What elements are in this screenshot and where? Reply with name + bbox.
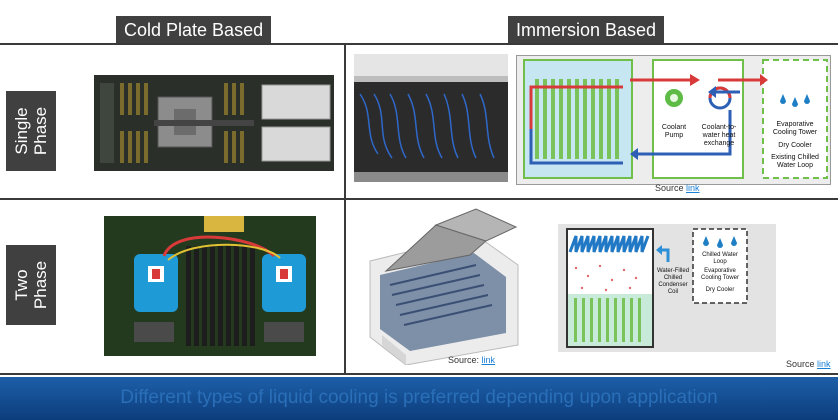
single-phase-tank [523, 59, 633, 179]
source-single-phase: Source link [655, 183, 700, 193]
label-heat-exchange: Coolant-to- water heat exchange [701, 124, 737, 147]
grid-bottom-line [0, 373, 838, 375]
grid-top-line [0, 43, 838, 45]
two-phase-arrow [656, 245, 670, 262]
rack-image [354, 54, 508, 182]
header-immersion: Immersion Based [508, 16, 665, 44]
server-board-image [94, 75, 334, 171]
label-dry-cooler: Dry Cooler [778, 142, 812, 149]
two-phase-board-image [104, 216, 316, 356]
label-chilled-water-loop: Chilled Water Loop [702, 252, 738, 265]
source-link-two-phase[interactable]: link [817, 359, 831, 369]
source-immersion-tank: Source: link [448, 355, 496, 365]
label-evaporative-tower-2: Evaporative Cooling Tower [701, 268, 739, 281]
grid-middle-line [0, 198, 838, 200]
source-link-immersion-tank[interactable]: link [481, 355, 496, 365]
bottom-banner: Different types of liquid cooling is pre… [0, 377, 838, 420]
heat-exchanger-icon [708, 86, 732, 110]
droplet-icon [780, 94, 810, 107]
label-condenser-coil: Water-Filled Chilled Condenser Coil [656, 268, 690, 295]
label-coolant-pump: Coolant Pump [661, 124, 687, 139]
header-cold-plate: Cold Plate Based [116, 16, 272, 44]
single-phase-flow-arrows [630, 74, 768, 160]
banner-text: Different types of liquid cooling is pre… [120, 387, 718, 408]
two-phase-tank [566, 228, 654, 348]
immersion-tank-image [369, 208, 519, 365]
label-evaporative-tower: Evaporative Cooling Tower [772, 121, 818, 136]
label-chilled-loop: Existing Chilled Water Loop [771, 154, 819, 169]
source-link-single-phase[interactable]: link [686, 183, 700, 193]
label-dry-cooler-2: Dry Cooler [705, 287, 735, 293]
grid-vertical-line [344, 43, 346, 375]
cooling-tower-box [762, 59, 828, 179]
two-phase-cooling-box [692, 228, 748, 304]
pump-icon [665, 89, 683, 107]
source-two-phase: Source link [786, 359, 831, 369]
